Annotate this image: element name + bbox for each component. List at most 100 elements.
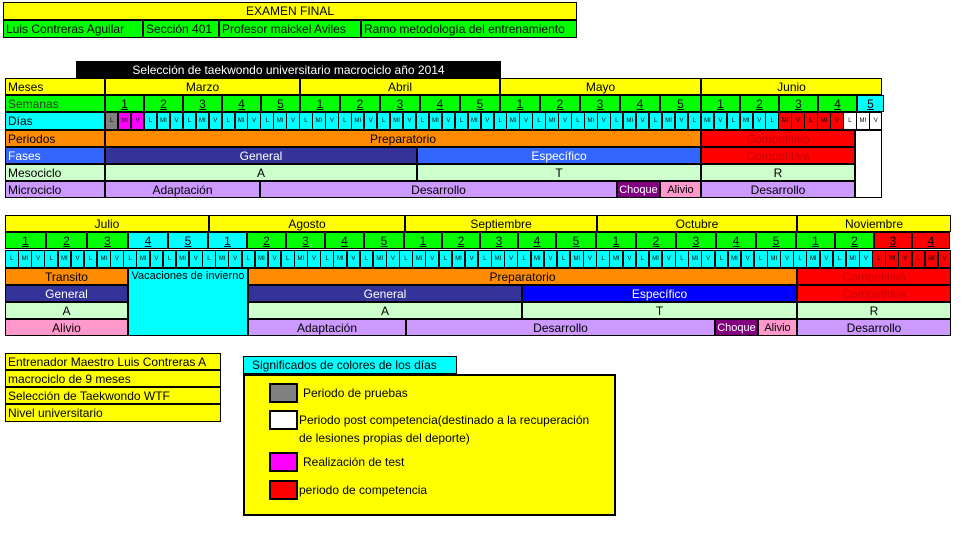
day-cell: V (752, 112, 766, 130)
week-cell: 2 (835, 232, 874, 249)
micro-alivio-2a: Alivio (5, 319, 128, 336)
legend-swatch-white (269, 410, 298, 430)
day-cell: V (31, 250, 45, 268)
phase-general: General (105, 147, 417, 164)
week-cell: 4 (620, 95, 660, 112)
legend-title: Significados de colores de los días (243, 356, 457, 374)
legend-label-pruebas: Periodo de pruebas (303, 386, 408, 400)
week-cell: 1 (300, 95, 340, 112)
exam-title: EXAMEN FINAL (3, 2, 577, 20)
day-cell: MI (451, 250, 466, 268)
month-abril: Abril (300, 78, 500, 95)
day-cell: V (325, 112, 339, 130)
day-cell: MI (136, 250, 150, 268)
week-cell: 3 (87, 232, 128, 249)
week-cell: 1 (105, 95, 144, 112)
day-cell: V (622, 250, 637, 268)
day-cell: L (44, 250, 59, 268)
day-cell: V (898, 250, 913, 268)
week-cell: 3 (183, 95, 222, 112)
day-cell: L (675, 250, 689, 268)
day-cell: MI (817, 112, 831, 130)
week-cell: 1 (596, 232, 636, 249)
day-cell: V (130, 112, 145, 130)
week-cell: 3 (874, 232, 912, 249)
day-cell: V (558, 112, 572, 130)
period-preparatorio-2: Preparatorio (248, 268, 797, 285)
day-cell: V (228, 250, 242, 268)
day-cell: MI (609, 250, 623, 268)
day-cell: MI (648, 250, 663, 268)
week-cell: 4 (128, 232, 168, 249)
day-cell: V (869, 112, 883, 130)
day-cell: V (937, 250, 952, 268)
day-cell: L (804, 112, 818, 130)
label-days: Días (5, 112, 105, 130)
day-cell: MI (530, 250, 545, 268)
day-cell: V (713, 112, 728, 130)
week-cell: 1 (208, 232, 247, 249)
week-cell: 3 (779, 95, 818, 112)
day-cell: V (149, 250, 164, 268)
day-cell: MI (661, 112, 676, 130)
day-cell: V (830, 112, 844, 130)
table1-title: Selección de taekwondo universitario mac… (76, 61, 501, 78)
legend-box: Periodo de pruebas Periodo post competen… (243, 374, 616, 516)
label-weeks: Semanas (5, 95, 105, 112)
day-cell: MI (117, 112, 132, 130)
day-cell: L (556, 250, 571, 268)
meso-t: T (417, 164, 701, 181)
week-cell: 2 (340, 95, 380, 112)
period-preparatorio: Preparatorio (105, 130, 701, 147)
course: Ramo metodología del entrenamiento (361, 20, 577, 38)
day-cell: MI (215, 250, 229, 268)
week-cell: 2 (540, 95, 580, 112)
student-name: Luis Contreras Aguilar (3, 20, 143, 38)
day-cell: L (687, 112, 702, 130)
day-cell: L (105, 112, 119, 130)
month-septiembre: Septiembre (405, 215, 597, 232)
day-cell: L (123, 250, 137, 268)
month-octubre: Octubre (597, 215, 797, 232)
day-cell: L (478, 250, 492, 268)
week-cell: 3 (580, 95, 620, 112)
day-cell: L (765, 112, 779, 130)
label-periods: Periodos (5, 130, 105, 147)
info-team: Selección de Taekwondo WTF (5, 387, 221, 404)
day-cell: MI (312, 112, 326, 130)
day-cell: L (83, 250, 98, 268)
day-cell: L (320, 250, 334, 268)
day-cell: V (740, 250, 755, 268)
week-cell: 2 (740, 95, 779, 112)
day-cell: MI (845, 250, 860, 268)
week-cell: 2 (247, 232, 286, 249)
legend-swatch-gray (269, 383, 298, 403)
day-cell: V (425, 250, 440, 268)
day-cell: V (188, 250, 203, 268)
legend-label-post-2: de lesiones propias del deporte) (299, 431, 470, 445)
label-phases: Fases (5, 147, 105, 164)
meso-a-2b: A (248, 302, 522, 319)
day-cell: MI (351, 112, 365, 130)
day-cell: L (241, 250, 256, 268)
micro-choque-2: Choque (715, 319, 758, 336)
legend-swatch-red (269, 480, 298, 500)
day-cell: V (819, 250, 834, 268)
section: Sección 401 (143, 20, 219, 38)
period-transito: Transito (5, 268, 128, 285)
week-cell: 5 (168, 232, 208, 249)
day-cell: V (208, 112, 223, 130)
week-cell: 5 (460, 95, 500, 112)
day-cell: L (143, 112, 158, 130)
day-cell: V (247, 112, 261, 130)
legend-swatch-magenta (269, 452, 298, 472)
day-cell: V (386, 250, 400, 268)
day-cell: L (399, 250, 413, 268)
week-cell: 2 (144, 95, 183, 112)
phase-competitiva-2: Competitiva (797, 285, 951, 302)
week-cell: 3 (480, 232, 518, 249)
day-cell: V (110, 250, 124, 268)
day-cell: L (376, 112, 391, 130)
day-cell: MI (175, 250, 190, 268)
micro-desarrollo-2: Desarrollo (701, 181, 855, 198)
